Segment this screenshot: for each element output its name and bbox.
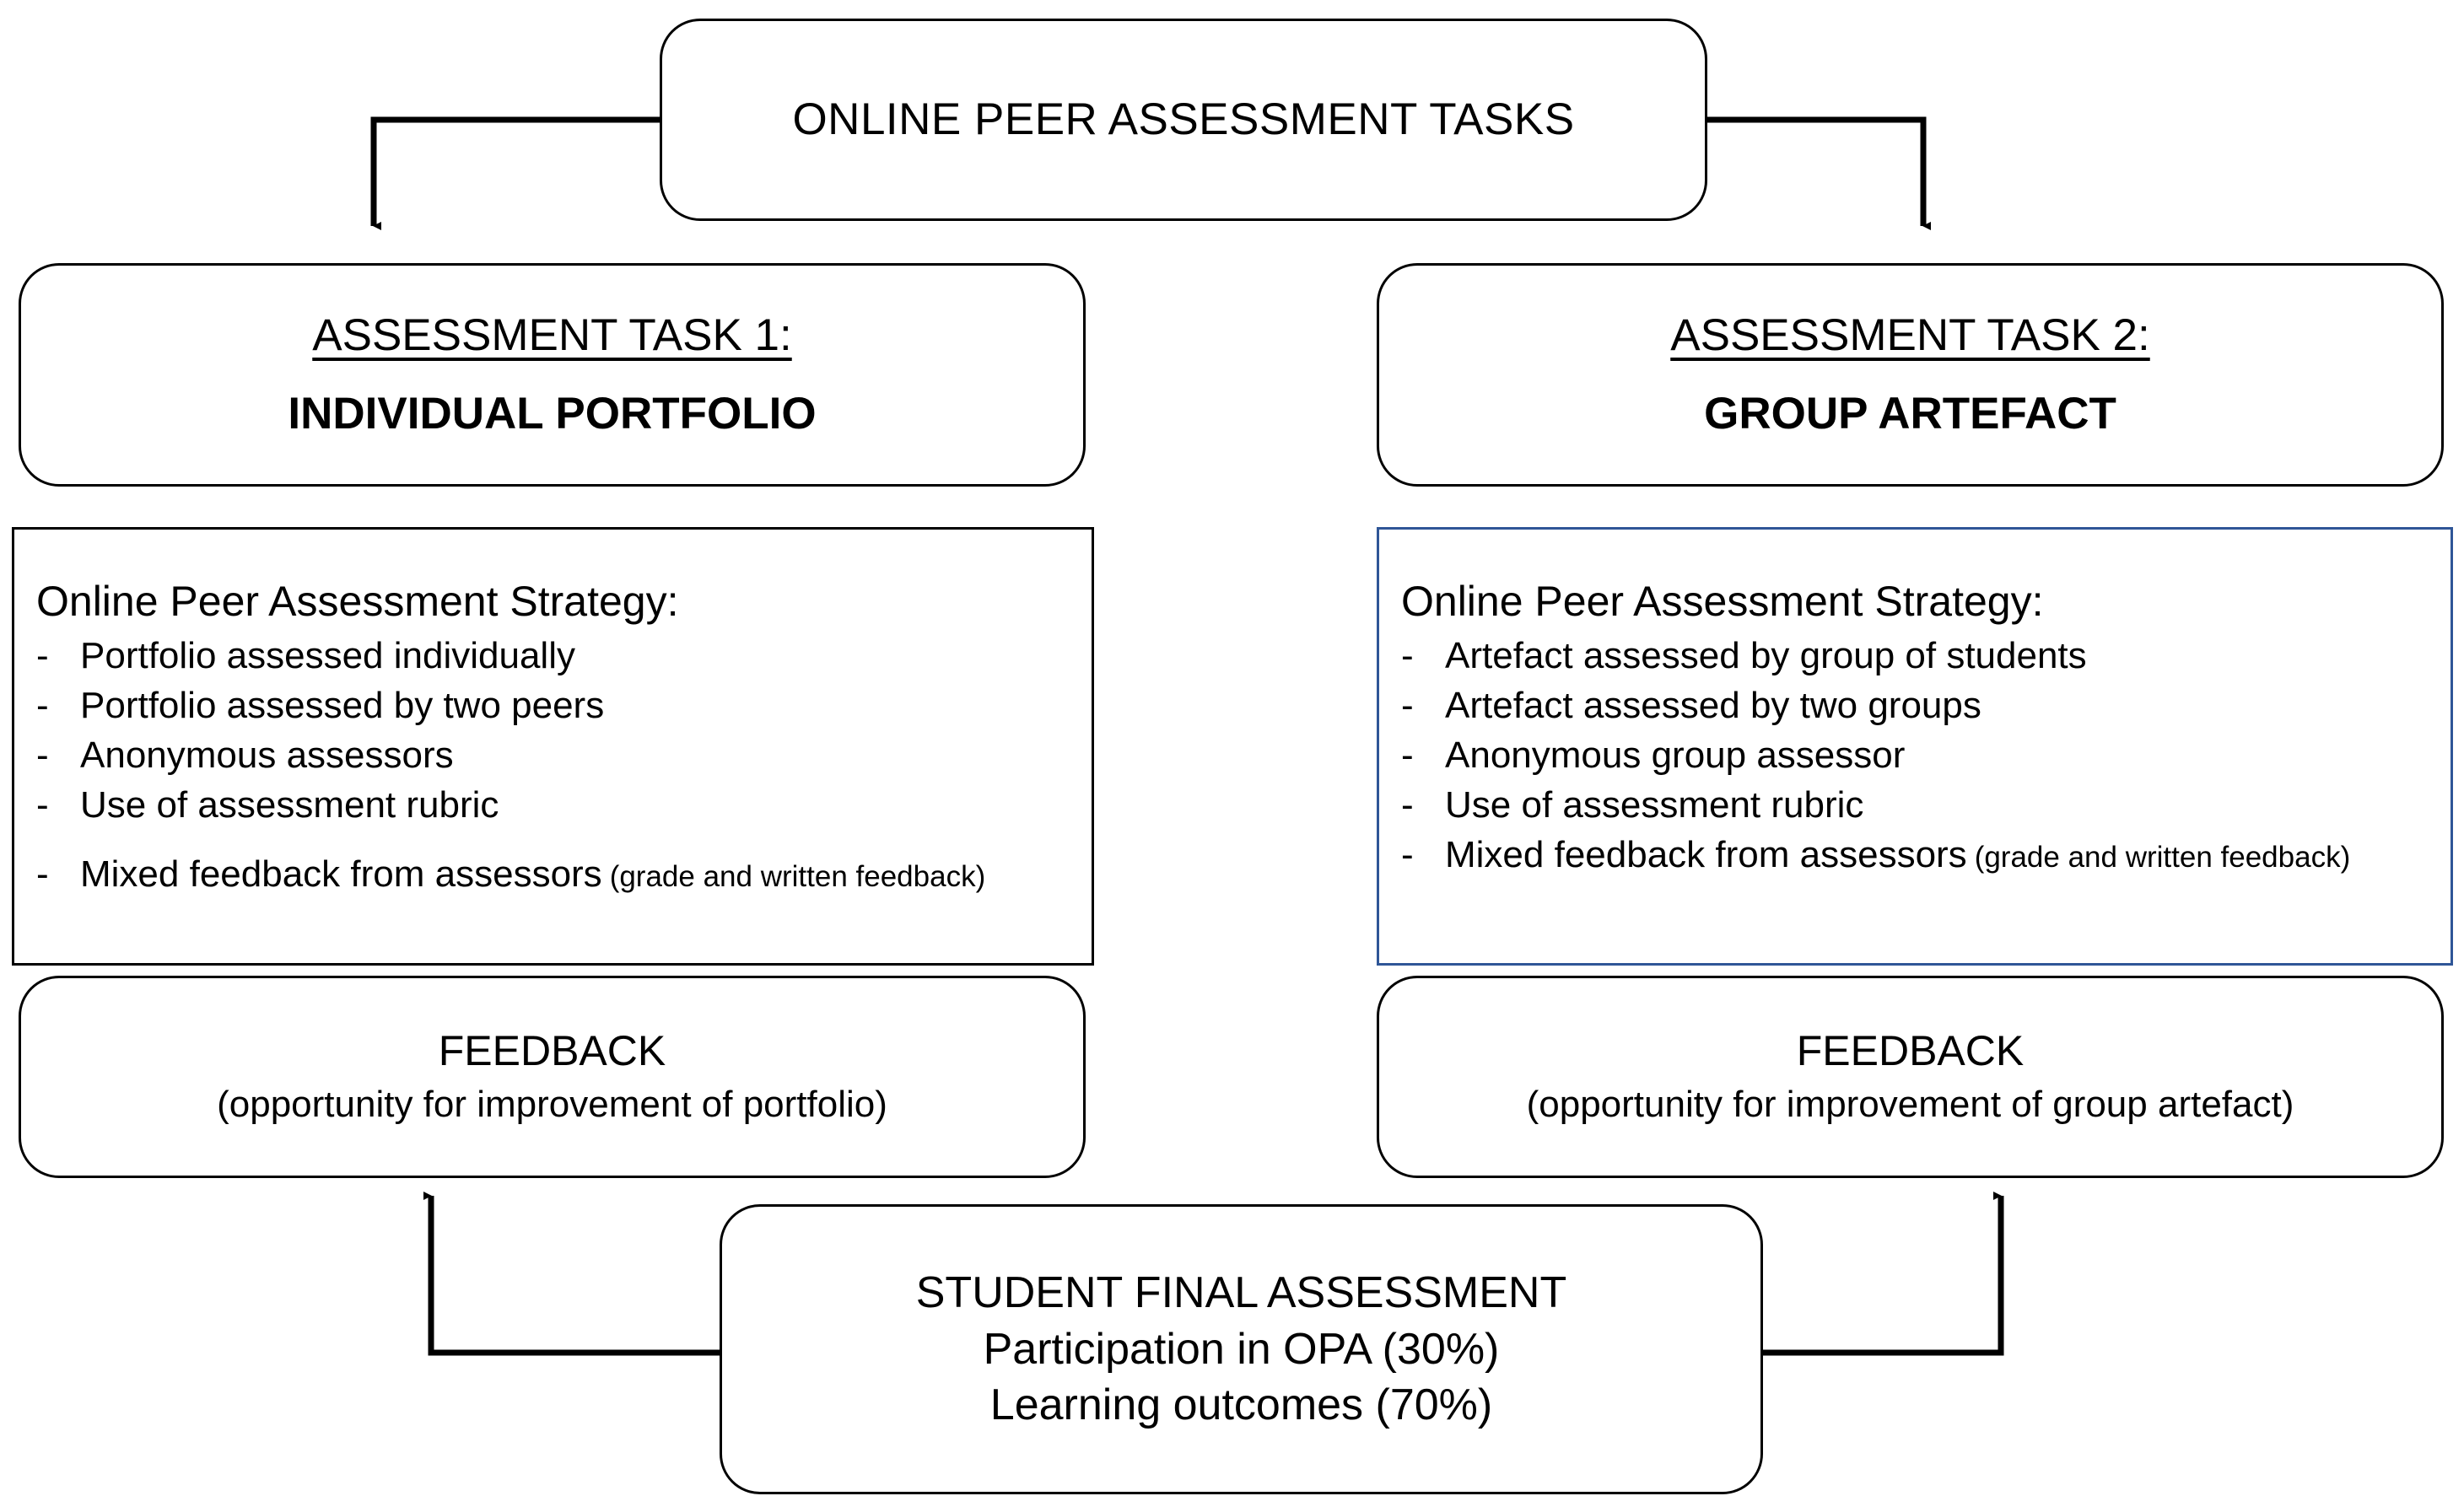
list-item: - Use of assessment rubric	[36, 787, 1092, 824]
strategy-panel-2: Online Peer Assessment Strategy: - Artef…	[1377, 527, 2453, 966]
strategy-panel-1: Online Peer Assessment Strategy: - Portf…	[12, 527, 1094, 966]
bullet-dash-icon: -	[1401, 834, 1414, 875]
list-item: - Artefact assessed by group of students	[1401, 638, 2451, 675]
list-item-text: Artefact assessed by group of students	[1445, 635, 2087, 676]
bullet-dash-icon: -	[36, 784, 49, 826]
list-item: - Mixed feedback from assessors (grade a…	[1401, 837, 2451, 874]
bullet-dash-icon: -	[36, 685, 49, 726]
task-1-box: ASSESSMENT TASK 1: INDIVIDUAL PORTFOLIO	[19, 263, 1086, 487]
bullet-dash-icon: -	[36, 635, 49, 676]
strategy-1-heading: Online Peer Assessment Strategy:	[36, 578, 679, 625]
list-item-text: Anonymous group assessor	[1445, 735, 1906, 776]
title-box: ONLINE PEER ASSESSMENT TASKS	[660, 19, 1707, 221]
list-item-text: Portfolio assessed by two peers	[80, 685, 605, 726]
list-item: - Artefact assessed by two groups	[1401, 687, 2451, 724]
bullet-dash-icon: -	[1401, 635, 1414, 676]
feedback-2-heading: FEEDBACK	[1796, 1026, 2025, 1074]
final-assessment-line-2: Participation in OPA (30%)	[983, 1324, 1500, 1374]
feedback-1-subtitle: (opportunity for improvement of portfoli…	[217, 1084, 887, 1126]
connector-final-to-feedback1	[423, 1192, 720, 1356]
list-item-text: Use of assessment rubric	[80, 784, 499, 826]
title-box-label: ONLINE PEER ASSESSMENT TASKS	[792, 94, 1575, 144]
strategy-2-heading: Online Peer Assessment Strategy:	[1401, 578, 2044, 625]
list-item-text: Mixed feedback from assessors	[1445, 834, 1967, 875]
feedback-box-1: FEEDBACK (opportunity for improvement of…	[19, 976, 1086, 1178]
strategy-1-list: - Portfolio assessed individually - Port…	[36, 638, 1092, 893]
list-item-text: Use of assessment rubric	[1445, 784, 1864, 826]
feedback-box-2: FEEDBACK (opportunity for improvement of…	[1377, 976, 2444, 1178]
list-item: - Portfolio assessed by two peers	[36, 687, 1092, 724]
bullet-dash-icon: -	[36, 735, 49, 776]
connector-title-to-task2	[1706, 116, 1931, 230]
bullet-dash-icon: -	[36, 853, 49, 895]
bullet-dash-icon: -	[1401, 735, 1414, 776]
list-item-note: (grade and written feedback)	[609, 860, 986, 893]
list-item-text: Anonymous assessors	[80, 735, 454, 776]
task-2-subtitle: GROUP ARTEFACT	[1704, 388, 2116, 439]
bullet-dash-icon: -	[1401, 685, 1414, 726]
final-assessment-line-3: Learning outcomes (70%)	[989, 1380, 1493, 1430]
list-item: - Use of assessment rubric	[1401, 787, 2451, 824]
final-assessment-line-1: STUDENT FINAL ASSESSMENT	[915, 1268, 1567, 1318]
list-item: - Anonymous assessors	[36, 737, 1092, 774]
task-2-heading: ASSESSMENT TASK 2:	[1670, 310, 2150, 361]
strategy-2-list: - Artefact assessed by group of students…	[1401, 638, 2451, 874]
final-assessment-box: STUDENT FINAL ASSESSMENT Participation i…	[720, 1204, 1763, 1494]
feedback-1-heading: FEEDBACK	[438, 1026, 666, 1074]
list-item: - Anonymous group assessor	[1401, 737, 2451, 774]
list-item-text: Portfolio assessed individually	[80, 635, 575, 676]
list-item: - Mixed feedback from assessors (grade a…	[36, 856, 1092, 893]
list-item: - Portfolio assessed individually	[36, 638, 1092, 675]
task-1-subtitle: INDIVIDUAL PORTFOLIO	[288, 388, 817, 439]
list-item-text: Mixed feedback from assessors	[80, 853, 602, 895]
task-2-box: ASSESSMENT TASK 2: GROUP ARTEFACT	[1377, 263, 2444, 487]
list-item-text: Artefact assessed by two groups	[1445, 685, 1981, 726]
feedback-2-subtitle: (opportunity for improvement of group ar…	[1526, 1084, 2294, 1126]
bullet-dash-icon: -	[1401, 784, 1414, 826]
connector-final-to-feedback2	[1763, 1192, 2004, 1356]
list-item-note: (grade and written feedback)	[1974, 841, 2351, 874]
connector-title-to-task1	[370, 116, 660, 230]
task-1-heading: ASSESSMENT TASK 1:	[312, 310, 792, 361]
